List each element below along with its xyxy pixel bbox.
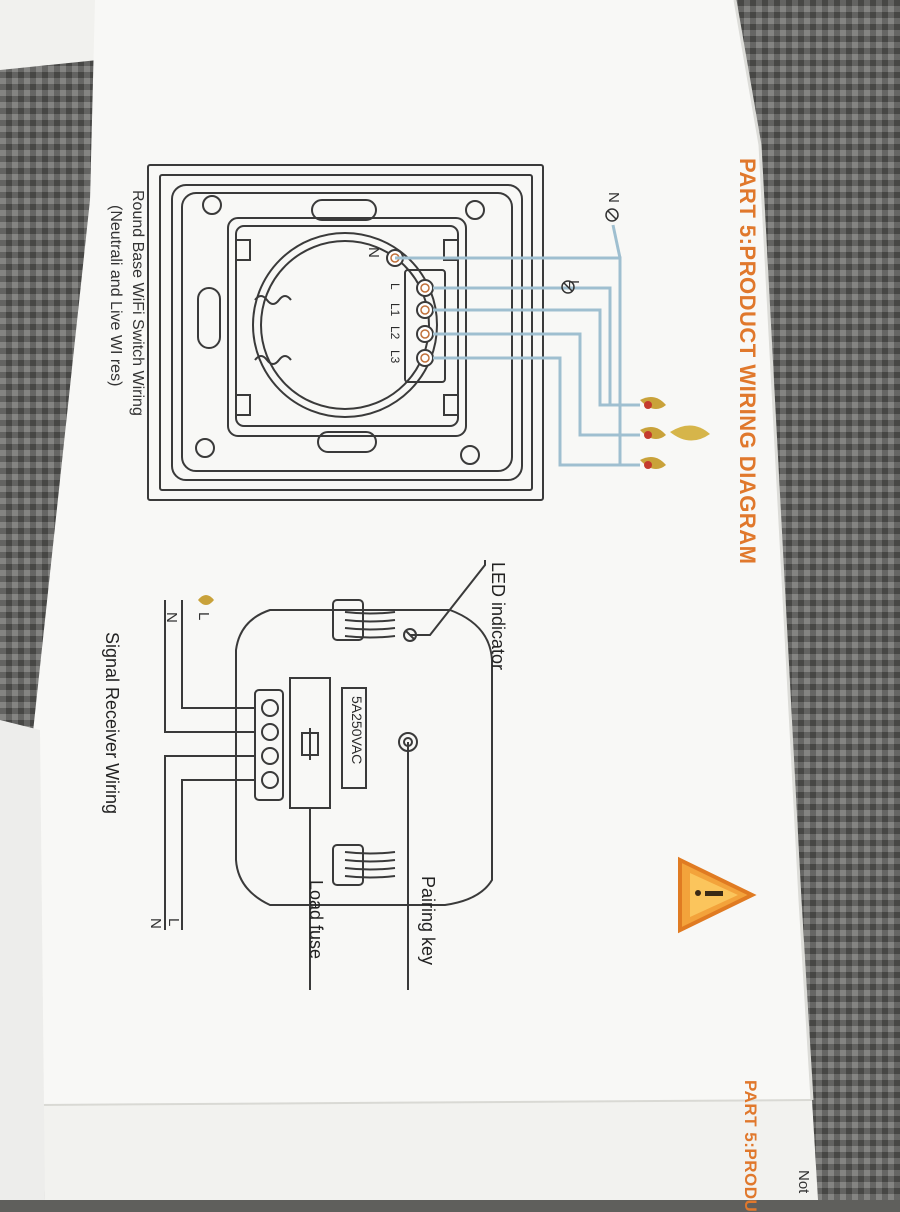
- strip-l3: L3: [388, 350, 402, 364]
- receiver-body: [235, 609, 493, 906]
- terminal-l: [416, 279, 434, 297]
- right-caption: Signal Receiver Wiring: [102, 632, 122, 815]
- diagram-title: PART 5:PRODUCT WIRING DIAGRAM: [735, 158, 760, 565]
- wire-l3: [433, 356, 640, 467]
- fuse-callout: Load fuse: [306, 880, 326, 960]
- round-base: [252, 232, 438, 418]
- led-callout: LED indicator: [488, 562, 508, 671]
- label-l-top: L: [565, 280, 582, 289]
- receiver-bottom-n: N: [147, 918, 164, 929]
- terminal-strip: [404, 269, 446, 383]
- wire-l2: [433, 332, 640, 437]
- label-n-top: N: [605, 192, 622, 203]
- wire-l: [433, 286, 640, 407]
- pairing-callout: Pairing key: [418, 876, 438, 966]
- label-n-body: N: [365, 247, 382, 258]
- strip-l2: L2: [388, 326, 402, 340]
- left-caption-2: (Neutrali and Live WI res): [107, 205, 124, 387]
- receiver-bottom-l: L: [165, 918, 182, 927]
- terminal-l1: [416, 301, 434, 319]
- warning-triangle-icon: [678, 856, 757, 934]
- wire-l1: [433, 308, 640, 407]
- terminal-l2: [416, 325, 434, 343]
- wire-connector-icon: [640, 396, 710, 469]
- next-page-title: PART 5:PRODU: [741, 1080, 760, 1212]
- strip-l: L: [388, 283, 402, 290]
- left-caption-1: Round Base WiFi Switch Wiring: [129, 190, 146, 416]
- receiver-top-n: N: [163, 612, 180, 623]
- receiver-top-l: L: [195, 612, 212, 621]
- fuse-rating: 5A250VAC: [349, 696, 365, 765]
- corner-note: Not: [795, 1170, 812, 1194]
- strip-l1: L1: [388, 303, 402, 317]
- terminal-l3: [416, 349, 434, 367]
